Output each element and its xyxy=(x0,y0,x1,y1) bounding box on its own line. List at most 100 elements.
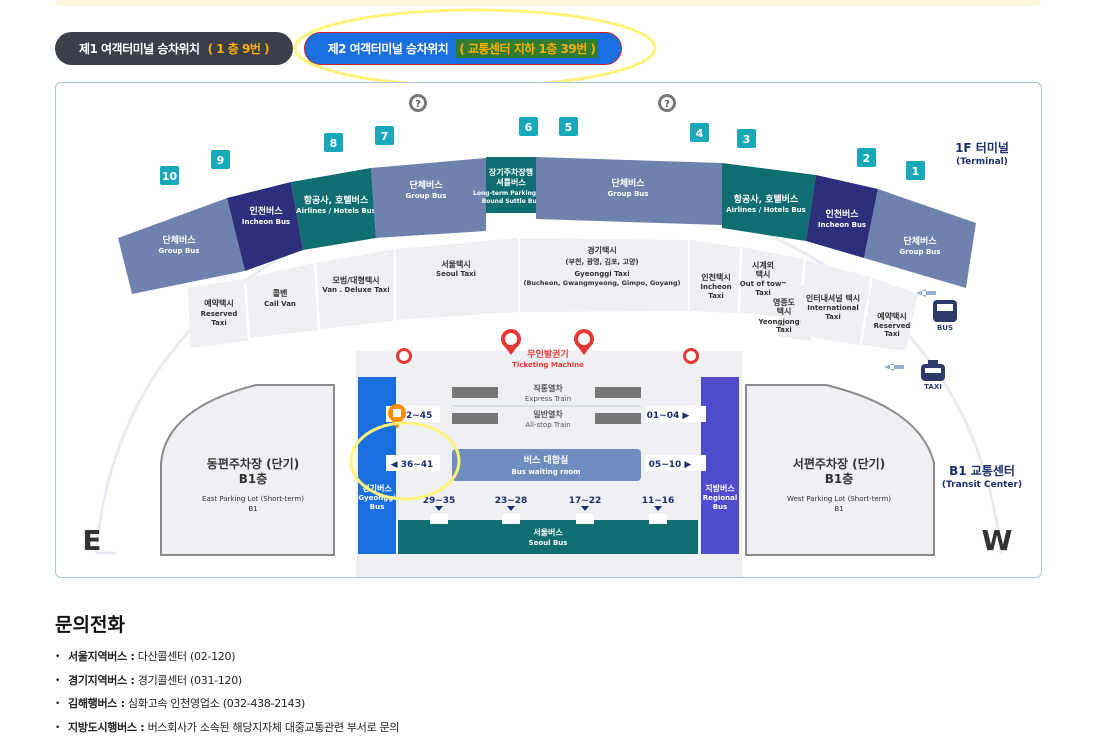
svg-text:인천버스: 인천버스 xyxy=(825,208,859,220)
svg-text:인터내셔널 택시: 인터내셔널 택시 xyxy=(806,293,860,303)
gate-9-badge: 9 xyxy=(211,150,230,169)
svg-text:4: 4 xyxy=(696,127,704,140)
svg-text:B1층: B1층 xyxy=(825,471,854,486)
express-train-block: 직통열차 Express Train xyxy=(452,383,641,403)
svg-text:택시: 택시 xyxy=(777,306,792,316)
list-item: 지방도시행버스 : 버스회사가 소속된 해당지자체 대중교통관련 부서로 문의 xyxy=(55,719,400,743)
regional-bus-en1: Regional xyxy=(703,494,737,502)
contact-label: 김해행버스 : xyxy=(68,697,125,710)
svg-text:시계외: 시계외 xyxy=(752,260,774,270)
contact-label: 지방도시행버스 : xyxy=(68,720,145,734)
contact-value: 심화고속 인천영업소 (032-438-2143) xyxy=(124,697,306,710)
svg-text:TAXI: TAXI xyxy=(924,383,942,391)
svg-text:5: 5 xyxy=(565,121,573,134)
bus-zone-incheon-right: 인천버스 Incheon Bus xyxy=(806,175,878,258)
bus-icon: BUS xyxy=(933,300,957,332)
svg-text:인천버스: 인천버스 xyxy=(249,205,283,217)
tab-terminal-1-location: ( 1 층 9번 ) xyxy=(207,42,270,56)
east-parking-lot: 동편주차장 (단기) B1층 East Parking Lot (Short-t… xyxy=(160,384,335,556)
down-arrows xyxy=(435,506,662,511)
ticket-icon xyxy=(396,348,412,364)
svg-text:단체버스: 단체버스 xyxy=(611,177,645,189)
platform-29-35: 29~35 xyxy=(423,496,456,506)
bus-waiting-room xyxy=(452,449,641,481)
svg-text:Bound Suttle Bus: Bound Suttle Bus xyxy=(482,198,541,205)
regional-bus-column xyxy=(701,377,739,554)
help-icon[interactable]: ? xyxy=(658,94,676,112)
contact-title: 문의전화 xyxy=(55,614,125,636)
svg-text:(Bucheon, Gwangmyeong, Gimpo,: (Bucheon, Gwangmyeong, Gimpo, Goyang) xyxy=(523,279,680,287)
taxi-icon: TAXI xyxy=(921,360,945,391)
svg-text:Reserved: Reserved xyxy=(874,322,911,330)
svg-text:항공사, 호텔버스: 항공사, 호텔버스 xyxy=(734,193,799,205)
gate-10-badge: 10 xyxy=(160,166,179,185)
svg-text:1: 1 xyxy=(912,165,920,178)
platform-01-04: 01~04 ▶ xyxy=(647,411,690,421)
svg-text:9: 9 xyxy=(217,154,225,167)
svg-text:Taxi: Taxi xyxy=(708,292,724,300)
floor-b1-sub: (Transit Center) xyxy=(942,480,1022,490)
arrow-left-icon xyxy=(884,363,904,371)
platform-05-10: 05~10 ▶ xyxy=(649,460,692,470)
regional-bus-ko: 지방버스 xyxy=(705,483,735,493)
svg-text:예약택시: 예약택시 xyxy=(204,298,233,308)
gyeonggi-bus-en2: Bus xyxy=(370,503,385,511)
svg-text:All-stop Train: All-stop Train xyxy=(525,421,570,429)
svg-text:예약택시: 예약택시 xyxy=(877,311,906,321)
svg-text:7: 7 xyxy=(381,130,389,143)
svg-text:Group Bus: Group Bus xyxy=(406,192,447,200)
svg-text:영종도: 영종도 xyxy=(773,297,796,307)
taxi-zone-deluxe: 모범/대형택시 Van . Deluxe Taxi xyxy=(316,249,394,329)
contact-label: 서울지역버스 : xyxy=(68,650,135,663)
gyeonggi-bus-ko: 경기버스 xyxy=(362,483,392,493)
help-icon[interactable]: ? xyxy=(409,94,427,112)
contact-value: 다산콜센터 (02-120) xyxy=(134,650,236,663)
bus-waiting-room-en: Bus waiting room xyxy=(511,468,580,476)
terminal-map-svg: ? ? 10 9 8 7 6 5 4 3 2 1 1F 터미널 (Termina… xyxy=(82,94,1022,577)
svg-text:Taxi: Taxi xyxy=(211,319,227,327)
floor-1f-sub: (Terminal) xyxy=(956,157,1008,167)
svg-text:Express Train: Express Train xyxy=(525,395,571,403)
svg-text:모범/대형택시: 모범/대형택시 xyxy=(332,275,379,285)
svg-text:경기택시: 경기택시 xyxy=(587,245,616,255)
svg-text:10: 10 xyxy=(162,170,178,183)
gate-8-badge: 8 xyxy=(324,133,343,152)
svg-text:?: ? xyxy=(664,99,670,110)
ticket-icon xyxy=(683,348,699,364)
seoul-bus-ko: 서울버스 xyxy=(533,527,563,537)
svg-text:B1층: B1층 xyxy=(239,471,268,486)
svg-text:B1: B1 xyxy=(248,505,257,513)
svg-text:3: 3 xyxy=(743,133,751,146)
taxi-zone-reserved-right: 예약택시 Reserved Taxi xyxy=(862,278,918,351)
taxi-zone-gyeonggi: 경기택시 (부천, 광명, 김포, 고양) Gyeonggi Taxi (Buc… xyxy=(520,238,688,312)
svg-text:Call Van: Call Van xyxy=(264,300,296,308)
tab-terminal-1[interactable]: 제1 여객터미널 승차위치 ( 1 층 9번 ) xyxy=(55,32,293,65)
terminal-map: ? ? 10 9 8 7 6 5 4 3 2 1 1F 터미널 (Termina… xyxy=(55,82,1042,578)
ticketing-machine-en: Ticketing Machine xyxy=(512,361,584,369)
tab-terminal-2[interactable]: 제2 여객터미널 승차위치 ( 교통센터 지하 1층 39번 ) xyxy=(304,32,622,65)
svg-text:Airlines / Hotels Bus: Airlines / Hotels Bus xyxy=(296,207,376,215)
bus-zone-incheon-left: 인천버스 Incheon Bus xyxy=(227,182,303,271)
west-parking-lot: 서편주차장 (단기) B1층 West Parking Lot (Short-t… xyxy=(745,384,935,556)
ticketing-machine-ko: 무인발권기 xyxy=(527,348,568,360)
svg-text:Gyeonggi Taxi: Gyeonggi Taxi xyxy=(574,270,629,278)
platform-17-22: 17~22 xyxy=(569,496,602,506)
svg-text:인천택시: 인천택시 xyxy=(701,272,730,282)
svg-text:(부천, 광명, 김포, 고양): (부천, 광명, 김포, 고양) xyxy=(565,257,638,266)
bus-zone-group-center-right: 단체버스 Group Bus xyxy=(536,157,722,225)
regional-bus-en2: Bus xyxy=(713,503,728,511)
svg-text:?: ? xyxy=(415,99,421,110)
svg-text:장기주차장행: 장기주차장행 xyxy=(489,167,533,177)
contact-list: 서울지역버스 : 다산콜센터 (02-120) 경기지역버스 : 경기콜센터 (… xyxy=(55,648,400,743)
svg-text:일반열차: 일반열차 xyxy=(533,409,563,419)
svg-text:Reserved: Reserved xyxy=(201,310,238,318)
floor-b1-label: B1 교통센터 xyxy=(949,463,1015,478)
bus-zone-longterm-shuttle: 장기주차장행 셔틀버스 Long-term Parking Lot Bound … xyxy=(473,157,549,213)
svg-text:셔틀버스: 셔틀버스 xyxy=(496,177,526,187)
svg-text:서울택시: 서울택시 xyxy=(441,259,470,269)
bus-zone-group-left: 단체버스 Group Bus xyxy=(118,198,245,294)
bus-waiting-room-ko: 버스 대합실 xyxy=(524,454,569,466)
gate-5-badge: 5 xyxy=(559,117,578,136)
svg-text:동편주차장 (단기): 동편주차장 (단기) xyxy=(207,456,299,471)
svg-text:직통열차: 직통열차 xyxy=(533,383,563,393)
